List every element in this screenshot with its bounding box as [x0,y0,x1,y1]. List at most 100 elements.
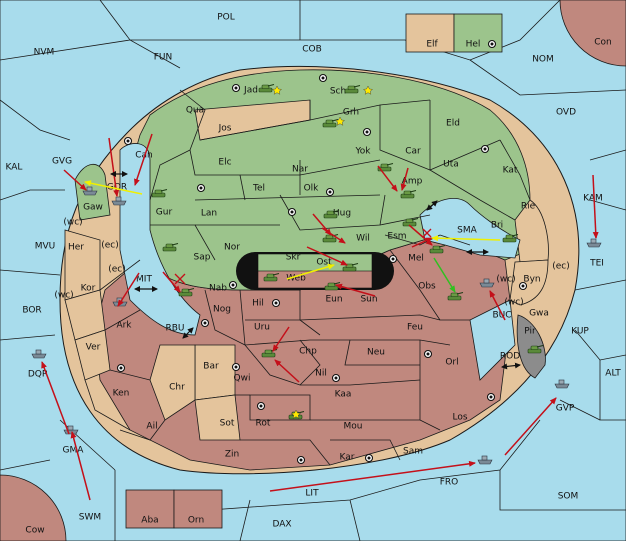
label-zin: Zin [225,450,239,460]
label-nvm: NVM [34,48,55,58]
label-chp: Chp [299,347,317,357]
label-kaa: Kaa [335,390,352,400]
label-skr: Skr [286,253,301,263]
label-her-ec: (ec) [101,241,119,251]
label-eld: Eld [446,119,460,129]
supply-centers [116,39,528,465]
territory-byn[interactable] [509,259,549,306]
label-fun: FUN [154,53,173,63]
territory-con[interactable] [559,0,626,67]
label-jos: Jos [218,124,232,134]
label-tei: TEI [589,259,604,269]
label-cow: Cow [25,526,44,536]
label-orn: Orn [188,516,204,526]
label-mit: MIT [136,275,152,285]
label-lit: LIT [305,489,319,499]
territory-borders [84,89,531,466]
label-gaw-wc: (wc) [63,218,82,228]
label-hel: Hel [466,40,481,50]
label-nar: Nar [292,165,308,175]
label-jad: Jad [243,86,258,96]
label-pol: POL [217,13,235,23]
label-elc: Elc [218,158,231,168]
label-hug: Hug [333,209,351,219]
label-bor: BOR [22,306,41,316]
label-byn: Byn [523,275,540,285]
label-kat: Kat [503,166,518,176]
label-neu: Neu [367,348,385,358]
label-orl: Orl [445,358,458,368]
label-nog: Nog [213,305,231,315]
territory-elf[interactable] [405,13,455,53]
inner-sea-southeast [469,299,516,381]
label-qua: Qua [186,106,204,116]
label-cob: COB [302,45,322,55]
label-gwa-wc: (wc) [504,298,523,308]
label-ail: Ail [146,422,157,432]
label-ver: Ver [86,343,101,353]
label-rbu: RBU [165,324,184,334]
label-swm: SWM [79,513,101,523]
label-alt: ALT [605,369,621,379]
label-bar: Bar [203,362,219,372]
label-nab: Nab [209,284,227,294]
label-olk: Olk [304,184,320,194]
label-gor: GOR [107,183,127,193]
label-kor-ec: (ec) [108,265,126,275]
label-wil: Wil [356,234,370,244]
label-tel: Tel [252,184,265,194]
label-esm: Esm [387,232,406,242]
label-gma: GMA [63,446,85,456]
label-web: Web [286,274,306,284]
orders [41,133,599,501]
label-nom: NOM [532,55,554,65]
label-amp: Amp [402,177,423,187]
label-gvg: GVG [52,157,72,167]
label-rod: ROD [500,352,520,362]
label-hil: Hil [252,299,264,309]
label-gaw: Gaw [83,203,103,213]
label-obs: Obs [418,282,436,292]
inner-sea-east [419,198,521,259]
label-mou: Mou [344,422,363,432]
label-uta: Uta [443,160,459,170]
label-dax: DAX [272,520,291,530]
label-feu: Feu [407,323,423,333]
label-ost: Ost [316,258,332,268]
label-sma: SMA [457,226,477,236]
label-kor-wc: (wc) [54,291,73,301]
label-her: Her [68,243,84,253]
label-kup: KUP [571,327,589,337]
label-yok: Yok [354,147,371,157]
build-stars [272,85,373,419]
label-ark: Ark [116,321,132,331]
label-sun: Sun [360,295,377,305]
label-los: Los [452,413,467,423]
label-kor: Kor [81,284,96,294]
territory-sot[interactable] [194,394,241,441]
label-chr: Chr [169,383,185,393]
label-con: Con [594,38,612,48]
label-nor: Nor [224,243,240,253]
label-can: Can [135,151,153,161]
label-ken: Ken [113,389,130,399]
territory-chr[interactable] [149,344,196,421]
label-byn-wc: (wc) [496,275,515,285]
territory-aba[interactable] [125,489,175,529]
label-pir: Pir [524,327,536,337]
label-rot: Rot [256,419,271,429]
label-elf: Elf [426,40,438,50]
label-sot: Sot [220,419,235,429]
label-gvp: GVP [556,404,575,414]
label-sam: Sam [403,447,423,457]
territory-bar[interactable] [194,344,236,401]
label-nil: Nil [315,369,327,379]
territory-orn[interactable] [173,489,223,529]
territory-cow[interactable] [0,474,67,541]
label-sap: Sap [194,253,211,263]
label-grh: Grh [343,108,359,118]
label-ovd: OVD [556,108,576,118]
